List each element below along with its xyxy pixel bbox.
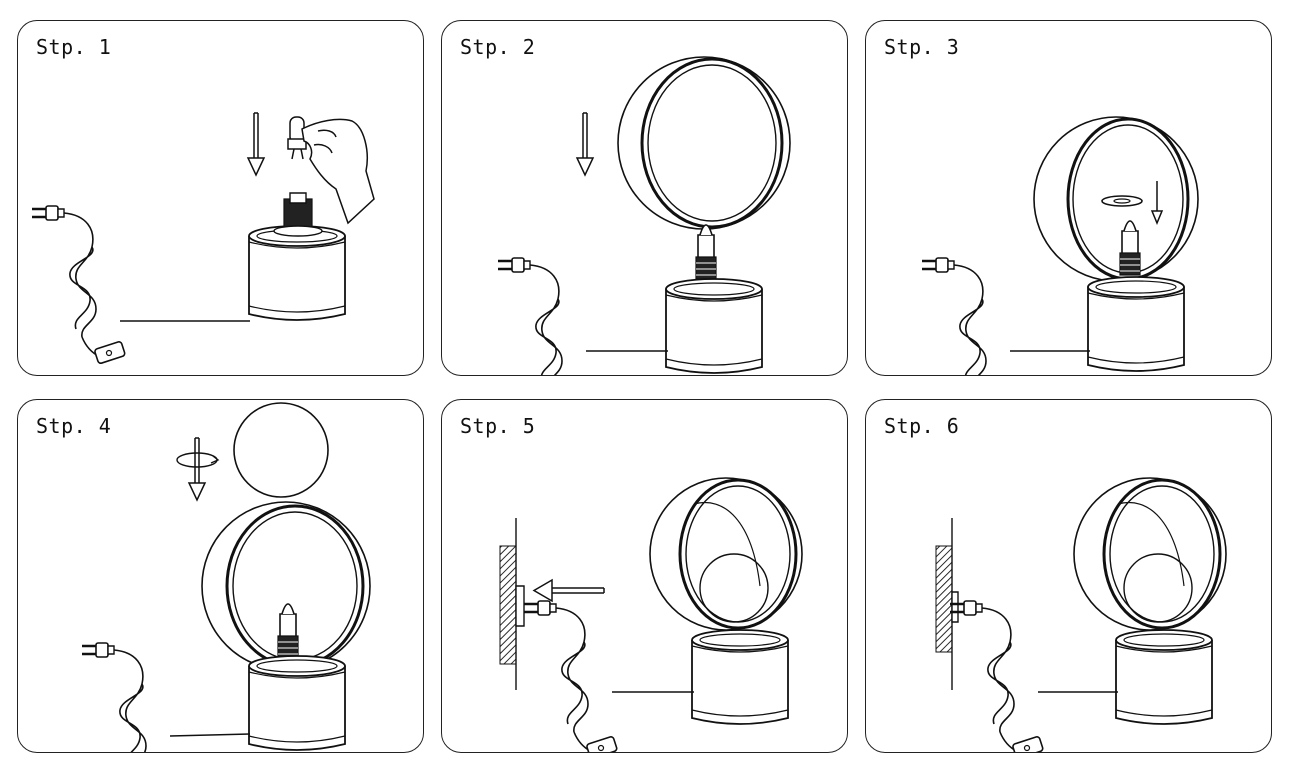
- bulb-icon: [695, 224, 717, 280]
- hand-with-bulb-icon: [288, 117, 374, 223]
- power-cord-icon: [522, 599, 619, 752]
- glass-globe-icon: [234, 403, 328, 497]
- step-4-illustration: [80, 400, 424, 752]
- step-3-label: Stp. 3: [884, 35, 960, 59]
- socket-icon: [274, 193, 322, 236]
- lamp-base-icon: [1115, 629, 1213, 725]
- wall-outlet-icon: [500, 518, 524, 690]
- washer-ring-icon: [1102, 196, 1142, 206]
- step-5-panel: Stp. 5: [441, 399, 848, 753]
- step-1-panel: Stp. 1: [17, 20, 424, 376]
- step-6-illustration: [866, 400, 1272, 752]
- lamp-base-icon: [1087, 276, 1185, 372]
- step-2-panel: Stp. 2: [441, 20, 848, 376]
- left-arrow-icon: [534, 580, 604, 601]
- step-4-panel: Stp. 4: [17, 399, 424, 753]
- power-cord-icon: [80, 641, 177, 752]
- lamp-base-icon: [248, 225, 346, 321]
- step-6-panel: Stp. 6: [865, 399, 1272, 753]
- step-3-illustration: [920, 21, 1272, 375]
- step-2-illustration: [496, 21, 848, 375]
- step-6-label: Stp. 6: [884, 414, 960, 438]
- rotate-down-arrow-icon: [177, 437, 218, 501]
- step-5-illustration: [442, 400, 848, 752]
- step-4-label: Stp. 4: [36, 414, 112, 438]
- lamp-base-icon: [691, 629, 789, 725]
- step-5-label: Stp. 5: [460, 414, 536, 438]
- step-1-label: Stp. 1: [36, 35, 112, 59]
- assembled-lamp-icon: [1074, 478, 1226, 630]
- power-cord-icon: [496, 256, 593, 375]
- assembled-lamp-icon: [650, 478, 802, 630]
- down-arrow-icon: [576, 112, 594, 176]
- lamp-base-icon: [248, 655, 346, 751]
- step-3-panel: Stp. 3: [865, 20, 1272, 376]
- globe-ring-icon: [618, 57, 790, 229]
- small-down-arrow-icon: [1152, 181, 1162, 223]
- down-arrow-icon: [247, 112, 265, 176]
- power-cord-icon: [920, 256, 1017, 375]
- power-cord-icon: [948, 599, 1045, 752]
- step-1-illustration: [30, 112, 424, 366]
- step-2-label: Stp. 2: [460, 35, 536, 59]
- power-cord-icon: [30, 204, 127, 366]
- lamp-base-icon: [665, 278, 763, 374]
